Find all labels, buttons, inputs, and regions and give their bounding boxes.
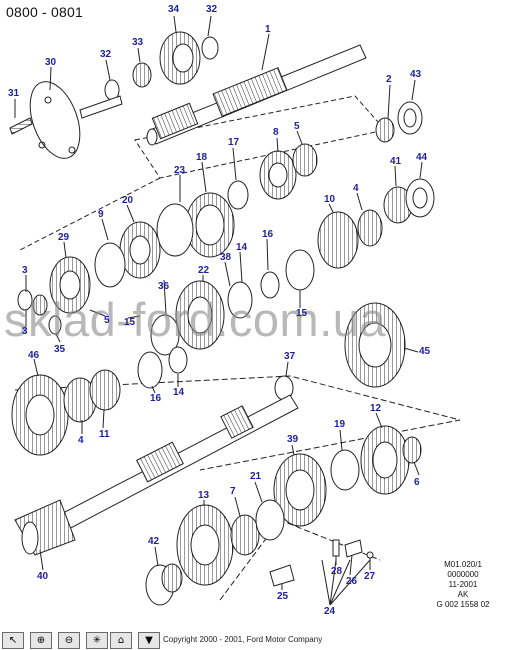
ref-line: 11-2001 — [448, 580, 478, 589]
callout-c15a[interactable]: 15 — [296, 308, 308, 319]
ref-line: 0000000 — [447, 570, 479, 579]
callout-c41[interactable]: 41 — [390, 156, 402, 167]
callout-c29[interactable]: 29 — [58, 232, 70, 243]
callout-c26[interactable]: 26 — [346, 576, 358, 587]
zoom-out-icon: ⊖ — [64, 635, 74, 646]
viewer-toolbar: ↖ ⊕ ⊖ ✳ ⌂ ▼ Copyright 2000 - 2001, Ford … — [0, 631, 520, 650]
callout-c5b[interactable]: 5 — [104, 315, 110, 326]
callout-c9[interactable]: 9 — [98, 209, 104, 220]
fit-view-icon: ✳ — [92, 635, 102, 646]
fit-view-button[interactable]: ✳ — [86, 632, 108, 649]
page-title: 0800 - 0801 — [6, 4, 83, 20]
ref-line: M01.020/1 — [444, 560, 482, 569]
callout-c36[interactable]: 36 — [158, 281, 170, 292]
callout-c24[interactable]: 24 — [324, 606, 336, 617]
callout-c2[interactable]: 2 — [386, 74, 392, 85]
callout-c10[interactable]: 10 — [324, 194, 336, 205]
callout-c20[interactable]: 20 — [122, 195, 134, 206]
callout-c21[interactable]: 21 — [250, 471, 262, 482]
callout-c18[interactable]: 18 — [196, 152, 208, 163]
callout-c14a[interactable]: 14 — [236, 242, 248, 253]
dropdown-button[interactable]: ▼ — [138, 632, 160, 649]
ref-line: G 002 1558 02 — [436, 600, 490, 609]
callout-c14b[interactable]: 14 — [173, 387, 185, 398]
callout-c39[interactable]: 39 — [287, 434, 299, 445]
chevron-down-icon: ▼ — [145, 635, 153, 646]
callout-c44[interactable]: 44 — [416, 152, 428, 163]
callout-c32b[interactable]: 32 — [100, 49, 112, 60]
callout-c31[interactable]: 31 — [8, 88, 20, 99]
callout-c6[interactable]: 6 — [414, 477, 420, 488]
home-icon: ⌂ — [117, 635, 125, 646]
home-button[interactable]: ⌂ — [110, 632, 132, 649]
ref-line: AK — [457, 590, 469, 599]
callout-c32a[interactable]: 32 — [206, 4, 218, 15]
callout-c38[interactable]: 38 — [220, 252, 232, 263]
zoom-out-button[interactable]: ⊖ — [58, 632, 80, 649]
callout-c17[interactable]: 17 — [228, 137, 240, 148]
callout-c8[interactable]: 8 — [273, 127, 279, 138]
callout-c4a[interactable]: 4 — [353, 183, 359, 194]
callout-c33[interactable]: 33 — [132, 37, 144, 48]
callout-c35[interactable]: 35 — [54, 344, 66, 355]
callout-c19[interactable]: 19 — [334, 419, 346, 430]
callout-c12[interactable]: 12 — [370, 403, 382, 414]
zoom-in-button[interactable]: ⊕ — [30, 632, 52, 649]
callout-c11[interactable]: 11 — [99, 429, 110, 440]
callout-c3a[interactable]: 3 — [22, 265, 28, 276]
callout-c28[interactable]: 28 — [331, 566, 343, 577]
callout-c3b[interactable]: 3 — [22, 326, 28, 337]
callout-c4b[interactable]: 4 — [78, 435, 84, 446]
callout-c16b[interactable]: 16 — [150, 393, 162, 404]
zoom-in-icon: ⊕ — [36, 635, 46, 646]
callout-c23[interactable]: 23 — [174, 165, 186, 176]
callout-c40[interactable]: 40 — [37, 571, 49, 582]
callout-c43[interactable]: 43 — [410, 69, 422, 80]
callout-c34[interactable]: 34 — [168, 4, 180, 15]
callout-c15b[interactable]: 15 — [124, 317, 136, 328]
callout-c5a[interactable]: 5 — [294, 121, 300, 132]
callout-c46[interactable]: 46 — [28, 350, 40, 361]
callout-c13[interactable]: 13 — [198, 490, 210, 501]
callout-c16a[interactable]: 16 — [262, 229, 274, 240]
callout-c37[interactable]: 37 — [284, 351, 296, 362]
callout-c22[interactable]: 22 — [198, 265, 210, 276]
copyright-text: Copyright 2000 - 2001, Ford Motor Compan… — [163, 635, 323, 644]
callout-c1[interactable]: 1 — [265, 24, 271, 35]
callout-c30[interactable]: 30 — [45, 57, 57, 68]
callout-c42[interactable]: 42 — [148, 536, 160, 547]
callout-c45[interactable]: 45 — [419, 346, 431, 357]
callout-c7[interactable]: 7 — [230, 486, 236, 497]
callout-c25[interactable]: 25 — [277, 591, 289, 602]
watermark: sklad-ford.com.ua — [4, 293, 387, 346]
cursor-icon: ↖ — [8, 635, 18, 646]
callout-c27[interactable]: 27 — [364, 571, 376, 582]
drawing-reference: M01.020/1 0000000 11-2001 AK G 002 1558 … — [418, 560, 508, 610]
select-tool-button[interactable]: ↖ — [2, 632, 24, 649]
